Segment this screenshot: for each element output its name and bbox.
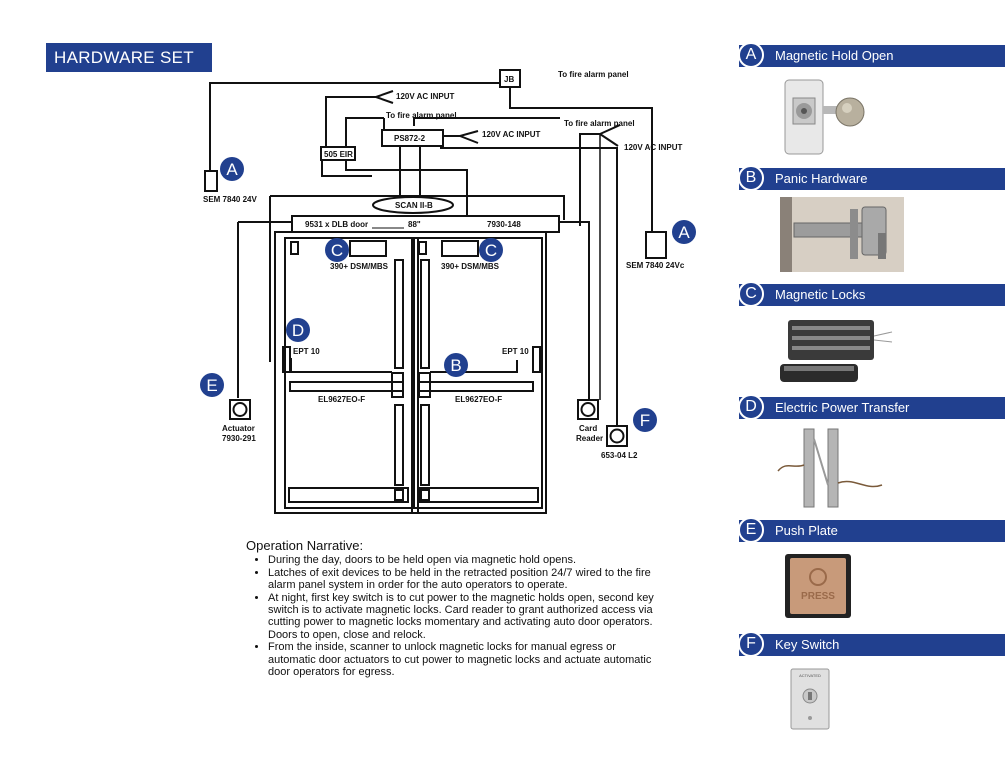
push-plate-press-text: PRESS <box>801 591 835 602</box>
legend-label-a: Magnetic Hold Open <box>775 48 894 63</box>
actuator-label-1: Actuator <box>222 424 255 433</box>
jb-label: JB <box>504 75 514 84</box>
electric-power-transfer-image <box>777 428 883 508</box>
svg-text:C: C <box>485 241 497 260</box>
legend-badge-a: A <box>738 42 764 68</box>
fire-alarm-label-right: To fire alarm panel <box>564 119 635 128</box>
exit-right-label: EL9627EO-F <box>455 395 502 404</box>
svg-text:A: A <box>678 223 690 242</box>
legend-badge-c: C <box>738 281 764 307</box>
header-right-label: 7930-148 <box>487 220 521 229</box>
badge-d: D <box>286 318 310 342</box>
ept-left-label: EPT 10 <box>293 347 320 356</box>
card-reader-label-2: Reader <box>576 434 603 443</box>
narrative-heading: Operation Narrative: <box>246 538 364 553</box>
door-label: 9531 x DLB door <box>305 220 368 229</box>
sem-right-label: SEM 7840 24Vc <box>626 261 685 270</box>
sem-left-label: SEM 7840 24V <box>203 195 257 204</box>
narrative-item: At night, first key switch is to cut pow… <box>268 592 666 642</box>
fire-alarm-label-top: To fire alarm panel <box>558 70 629 79</box>
dsm-left-label: 390+ DSM/MBS <box>330 262 389 271</box>
push-plate-image: PRESS <box>785 554 851 618</box>
ac-input-label-2: 120V AC INPUT <box>482 130 541 139</box>
panic-hardware-image <box>780 197 904 272</box>
legend-label-d: Electric Power Transfer <box>775 400 910 415</box>
legend-label-e: Push Plate <box>775 523 838 538</box>
badge-c-right: C <box>479 238 503 262</box>
legend-badge-e: E <box>738 517 764 543</box>
legend-label-b: Panic Hardware <box>775 171 868 186</box>
badge-a-left: A <box>220 157 244 181</box>
ac-input-label-1: 120V AC INPUT <box>396 92 455 101</box>
svg-text:C: C <box>331 241 343 260</box>
svg-text:D: D <box>292 321 304 340</box>
magnetic-hold-open-image <box>784 79 865 155</box>
legend-badge-b: B <box>738 165 764 191</box>
key-switch-activated-text: ACTIVATED <box>799 673 821 678</box>
badge-a-right: A <box>672 220 696 244</box>
eir-label: 505 EIR <box>324 150 353 159</box>
svg-text:F: F <box>640 411 650 430</box>
svg-text:E: E <box>206 376 217 395</box>
operation-narrative: Operation Narrative: During the day, doo… <box>246 538 666 678</box>
door-width-label: 88" <box>408 220 421 229</box>
legend-badge-d: D <box>738 394 764 420</box>
page-title: HARDWARE SET #8 <box>46 43 212 96</box>
ps-label: PS872-2 <box>394 134 426 143</box>
badge-c-left: C <box>325 238 349 262</box>
key-switch-label: 653-04 L2 <box>601 451 638 460</box>
legend-label-c: Magnetic Locks <box>775 287 866 302</box>
exit-left-label: EL9627EO-F <box>318 395 365 404</box>
dsm-right-label: 390+ DSM/MBS <box>441 262 500 271</box>
ac-input-label-3: 120V AC INPUT <box>624 143 683 152</box>
narrative-item: Latches of exit devices to be held in th… <box>268 567 666 592</box>
fire-alarm-label-mid: To fire alarm panel <box>386 111 457 120</box>
actuator-label-2: 7930-291 <box>222 434 256 443</box>
narrative-item: From the inside, scanner to unlock magne… <box>268 641 666 678</box>
magnetic-locks-image <box>780 320 893 382</box>
badge-b: B <box>444 353 468 377</box>
legend-badge-f: F <box>738 631 764 657</box>
narrative-item: During the day, doors to be held open vi… <box>268 554 666 566</box>
key-switch-image: ACTIVATED <box>790 668 830 730</box>
card-reader-label-1: Card <box>579 424 597 433</box>
wiring-diagram: JB To fire alarm panel 120V AC INPUT To … <box>200 69 696 514</box>
svg-text:A: A <box>226 160 238 179</box>
ept-right-label: EPT 10 <box>502 347 529 356</box>
svg-text:B: B <box>450 356 461 375</box>
scan-label: SCAN II-B <box>395 201 433 210</box>
legend-label-f: Key Switch <box>775 637 840 652</box>
badge-e: E <box>200 373 224 397</box>
badge-f: F <box>633 408 657 432</box>
